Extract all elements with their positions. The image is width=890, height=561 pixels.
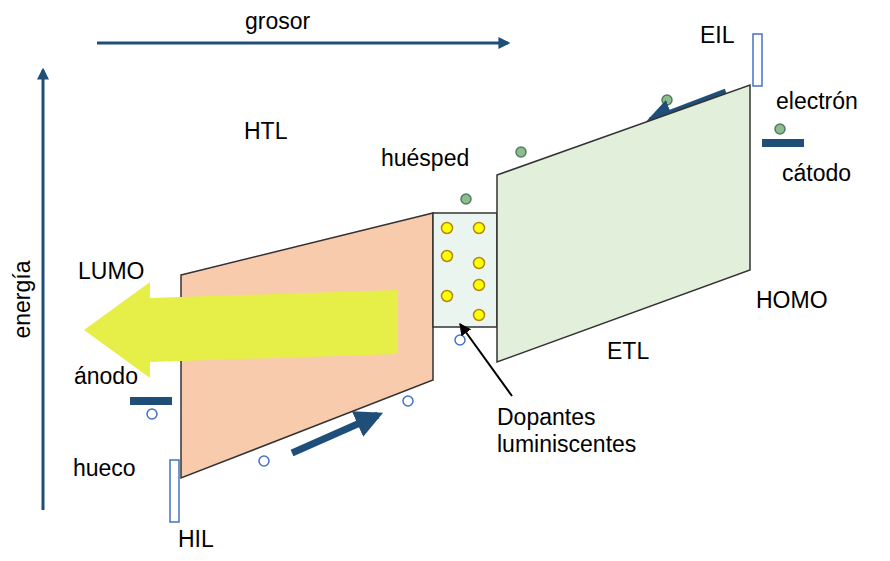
hil-layer — [170, 460, 179, 522]
anode-bar — [130, 397, 172, 405]
etl-layer-outline — [497, 85, 750, 362]
etl-layer: ETL — [497, 85, 750, 362]
level-label: HOMO — [756, 287, 828, 314]
axis-label: grosor — [245, 8, 310, 35]
carrier-label: hueco — [73, 455, 136, 482]
carrier-label: electrón — [776, 88, 858, 115]
layer-label: HIL — [178, 526, 214, 553]
thickness-axis — [97, 42, 508, 45]
host-layer-outline — [433, 213, 497, 327]
eil-layer — [753, 34, 762, 86]
cathode-bar — [762, 139, 804, 147]
layer-label: HTL — [244, 118, 287, 145]
callout-label: Dopantes luminiscentes — [497, 404, 687, 458]
axis-label: energía — [9, 260, 36, 338]
layer-label: EIL — [700, 22, 735, 49]
htl-layer: HTL — [181, 213, 433, 478]
layer-label: ETL — [607, 338, 649, 365]
electrode-label: cátodo — [782, 160, 851, 187]
electrode-label: ánodo — [74, 363, 138, 390]
layer-label: huésped — [381, 145, 469, 172]
level-label: LUMO — [78, 258, 144, 285]
energy-axis — [42, 70, 45, 510]
htl-layer-outline — [181, 213, 433, 478]
host-layer: huésped — [433, 213, 497, 327]
